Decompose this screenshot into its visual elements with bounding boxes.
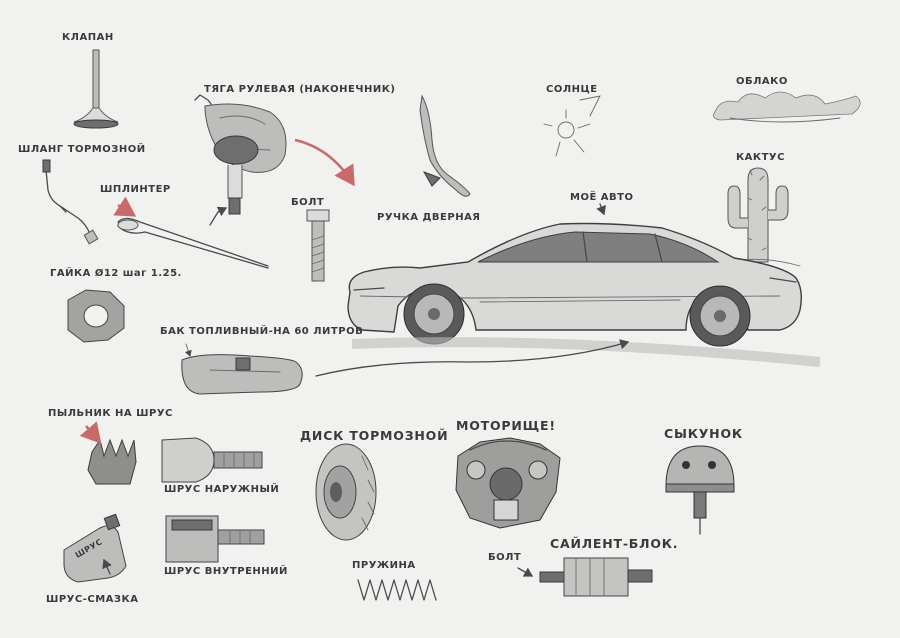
- cv-joint-inner-icon: [165, 515, 265, 563]
- curved-arrow-icon: [315, 339, 630, 377]
- tie-rod-end-icon: [194, 94, 287, 226]
- label-oblako: ОБЛАКО: [736, 76, 788, 87]
- label-gaika: ГАЙКА Ø12 шаг 1.25.: [50, 268, 182, 279]
- cloud-icon: [712, 91, 861, 123]
- label-pruzhina: ПРУЖИНА: [352, 560, 416, 571]
- engine-icon: [455, 437, 561, 529]
- label-moe-avto: МОЁ АВТО: [570, 192, 634, 203]
- label-shrus-smazka: ШРУС-СМАЗКА: [46, 594, 139, 605]
- label-bak: БАК ТОПЛИВНЫЙ-НА 60 ЛИТРОВ: [160, 326, 364, 337]
- spring-icon: [357, 579, 437, 601]
- grease-tube-icon: [63, 513, 127, 583]
- label-shplinter: ШПЛИНТЕР: [100, 184, 171, 195]
- cotter-pin-icon: [113, 196, 269, 269]
- brake-hose-icon: [42, 159, 99, 245]
- label-bolt-bottom: БОЛТ: [488, 552, 522, 563]
- label-pylnik: ПЫЛЬНИК НА ШРУС: [48, 408, 173, 419]
- label-bolt-top: БОЛТ: [291, 197, 325, 208]
- valve-icon: [73, 49, 119, 129]
- washer-nozzle-icon: [665, 445, 735, 535]
- car-icon: [347, 203, 821, 367]
- label-shlang: ШЛАНГ ТОРМОЗНОЙ: [18, 144, 146, 155]
- cv-joint-outer-icon: [161, 437, 263, 483]
- label-shrus-vnut: ШРУС ВНУТРЕННИЙ: [164, 566, 288, 577]
- label-motor: МОТОРИЩЕ!: [456, 418, 556, 433]
- label-klapan: КЛАПАН: [62, 32, 114, 43]
- label-saylent: САЙЛЕНТ-БЛОК.: [550, 536, 679, 551]
- sun-icon: [543, 95, 601, 157]
- label-kaktus: КАКТУС: [736, 152, 785, 163]
- label-solnce: СОЛНЦЕ: [546, 84, 598, 95]
- cactus-icon: [727, 167, 801, 267]
- label-shrus-nar: ШРУС НАРУЖНЫЙ: [164, 484, 280, 495]
- label-tyaga: ТЯГА РУЛЕВАЯ (НАКОНЕЧНИК): [204, 84, 396, 95]
- label-disk: ДИСК ТОРМОЗНОЙ: [300, 428, 449, 443]
- door-handle-icon: [419, 94, 471, 197]
- nut-icon: [67, 289, 125, 343]
- label-sykunok: СЫКУНОК: [664, 426, 743, 441]
- silent-block-icon: [517, 557, 653, 597]
- label-ruchka: РУЧКА ДВЕРНАЯ: [377, 212, 481, 223]
- bolt-icon: [306, 209, 330, 282]
- fuel-tank-icon: [181, 343, 303, 395]
- brake-disc-icon: [315, 443, 377, 541]
- cv-boot-icon: [79, 421, 137, 485]
- red-arrow-icon: [294, 138, 355, 187]
